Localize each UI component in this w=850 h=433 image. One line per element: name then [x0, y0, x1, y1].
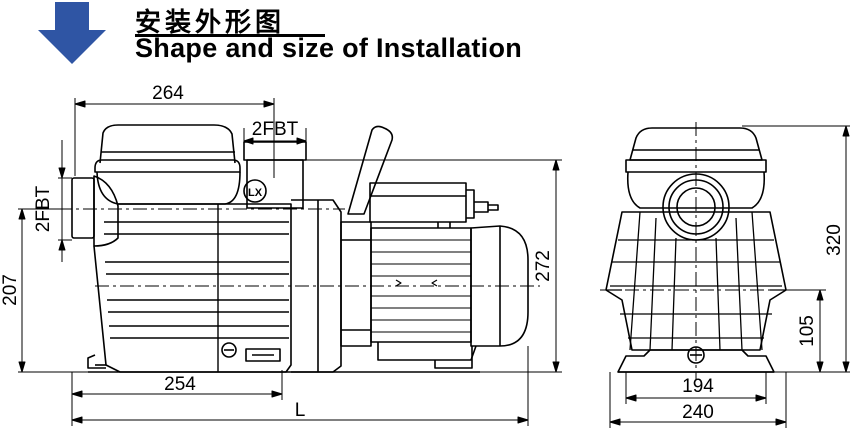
drain-tab	[245, 348, 281, 362]
inlet-port	[71, 177, 95, 239]
title-chinese: 安装外形图	[135, 8, 286, 38]
dim-240: 240	[682, 402, 714, 423]
front-view-dimensions	[609, 125, 850, 428]
drain-plug	[221, 342, 237, 358]
pump-body	[93, 203, 292, 373]
motor-housing	[370, 227, 472, 343]
dim-194: 194	[682, 376, 714, 397]
carry-handle	[347, 125, 394, 215]
side-view-dimensions	[18, 98, 562, 426]
motor-foot	[434, 346, 473, 369]
title-underline	[135, 34, 325, 37]
front-base	[617, 349, 775, 373]
motor-end-cap	[470, 225, 529, 347]
logo-text: LX	[248, 187, 263, 199]
dimension-labels: 264 2FBT 2FBT 207 272 254 L 320 105 194 …	[0, 83, 845, 423]
strainer-housing	[96, 171, 241, 205]
dim-264: 264	[152, 83, 184, 104]
title-english: Shape and size of Installation	[135, 33, 523, 63]
dim-272: 272	[533, 250, 554, 282]
side-view: LX	[58, 124, 540, 373]
front-view	[600, 122, 792, 380]
dim-254: 254	[164, 374, 196, 395]
front-cage	[605, 211, 787, 351]
dim-2fbt-top: 2FBT	[252, 119, 299, 140]
dim-207: 207	[0, 274, 21, 306]
strainer-lid	[99, 124, 236, 164]
dim-L: L	[295, 400, 306, 421]
body-ribs	[104, 204, 289, 372]
dim-105: 105	[797, 315, 818, 347]
outlet-port	[243, 141, 307, 161]
motor-fins	[371, 239, 471, 333]
front-lid	[629, 127, 763, 161]
terminal-box	[369, 182, 467, 223]
logo-badge	[243, 179, 267, 203]
lid-ring	[94, 159, 241, 173]
dim-320: 320	[824, 224, 845, 256]
dim-2fbt-side: 2FBT	[33, 185, 54, 232]
